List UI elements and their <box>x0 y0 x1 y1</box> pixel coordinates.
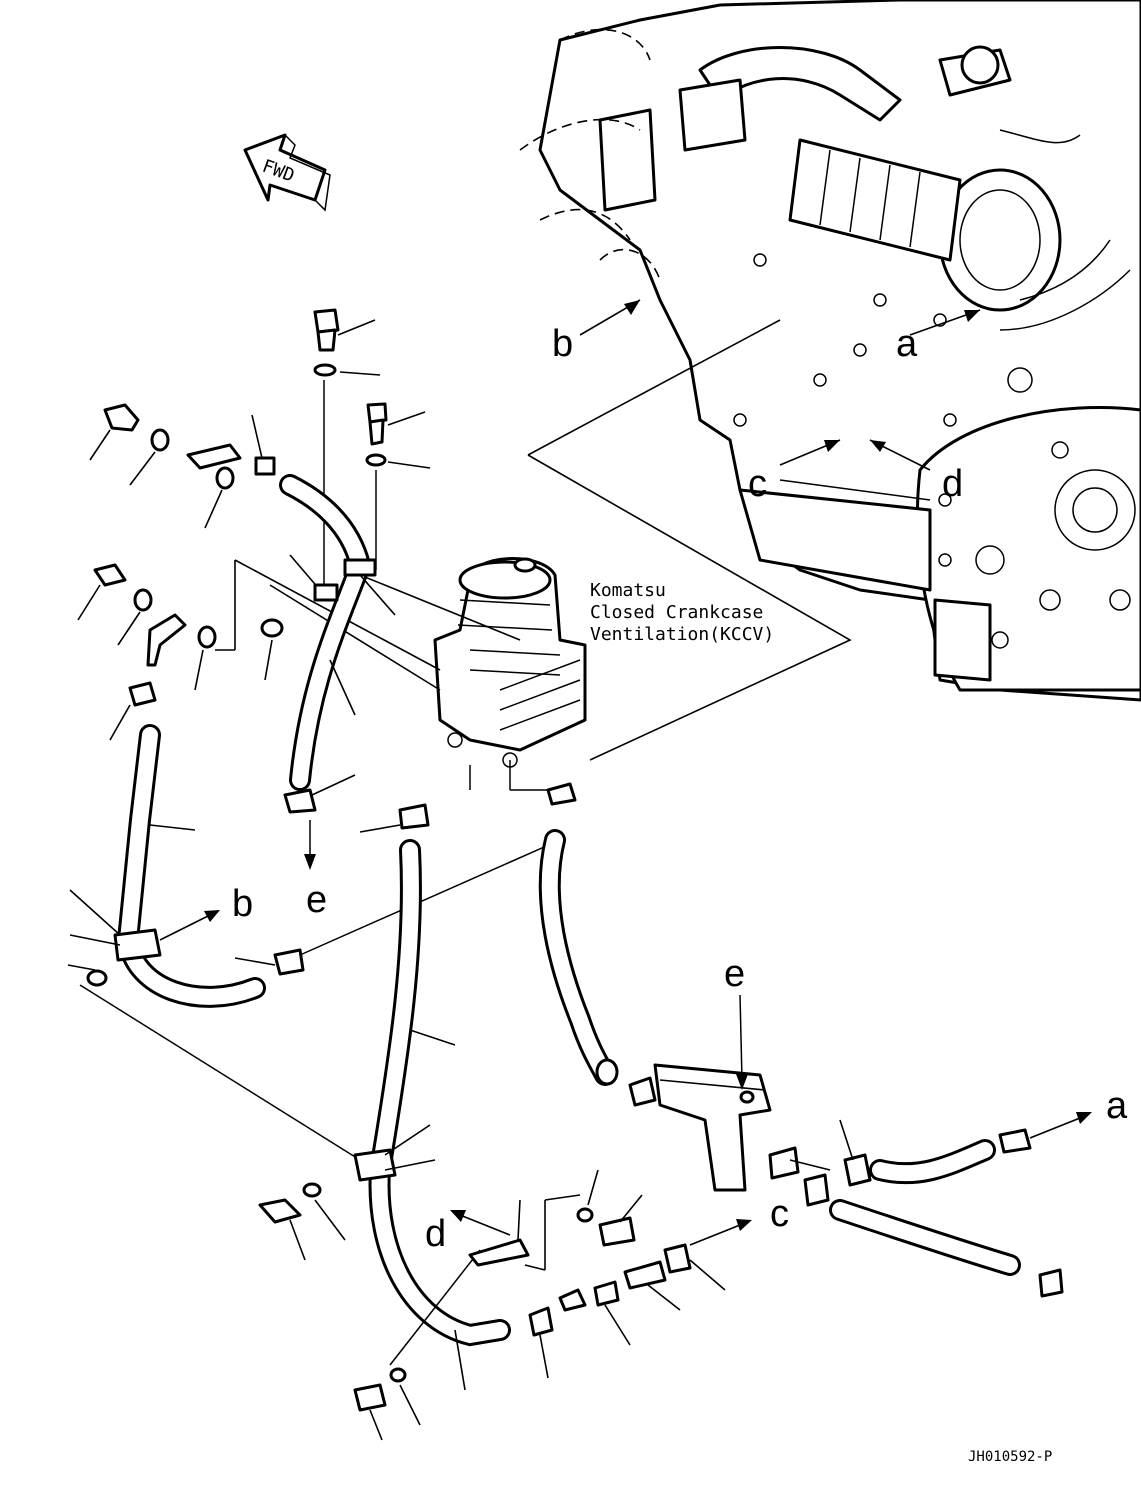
callout-c-lower: c <box>770 1193 789 1235</box>
lower-right-assembly <box>538 829 1092 1298</box>
callout-b-engine: b <box>552 323 573 365</box>
callout-c-engine: c <box>748 463 767 505</box>
kccv-label-line3: Ventilation(KCCV) <box>590 624 774 645</box>
callout-e-left: e <box>306 879 327 921</box>
center-hose-assembly <box>258 839 752 1441</box>
callout-d-lower: d <box>425 1213 446 1255</box>
engine-assembly <box>519 0 1141 702</box>
callout-a-right: a <box>1106 1085 1128 1127</box>
kccv-label-line1: Komatsu <box>590 580 666 601</box>
left-hose-assembly <box>67 681 561 1161</box>
top-left-fittings <box>77 308 577 870</box>
callout-b-left: b <box>232 883 253 925</box>
callout-a-engine: a <box>896 323 918 365</box>
drawing-number: JH010592-P <box>968 1449 1052 1465</box>
kccv-label-line2: Closed Crankcase <box>590 602 763 623</box>
callout-e-right: e <box>724 953 745 995</box>
callout-d-engine: d <box>942 463 963 505</box>
kccv-unit <box>433 557 587 768</box>
fwd-direction-arrow: FWD <box>243 133 331 212</box>
